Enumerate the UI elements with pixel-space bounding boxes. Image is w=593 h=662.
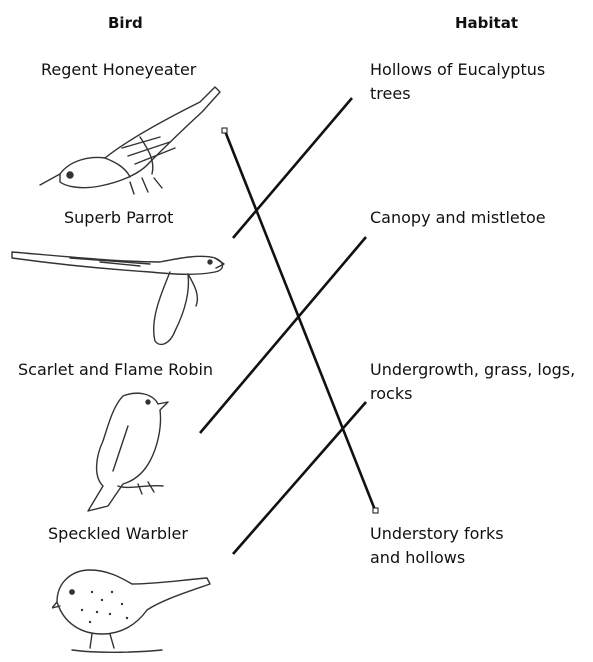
line-regent-to-understory bbox=[225, 131, 375, 510]
line-endpoint-marker bbox=[373, 508, 378, 513]
line-parrot-to-eucalyptus bbox=[233, 98, 352, 238]
line-endpoint-marker bbox=[222, 128, 227, 133]
line-warbler-to-undergrowth bbox=[233, 402, 366, 554]
line-robin-to-canopy bbox=[200, 237, 366, 433]
